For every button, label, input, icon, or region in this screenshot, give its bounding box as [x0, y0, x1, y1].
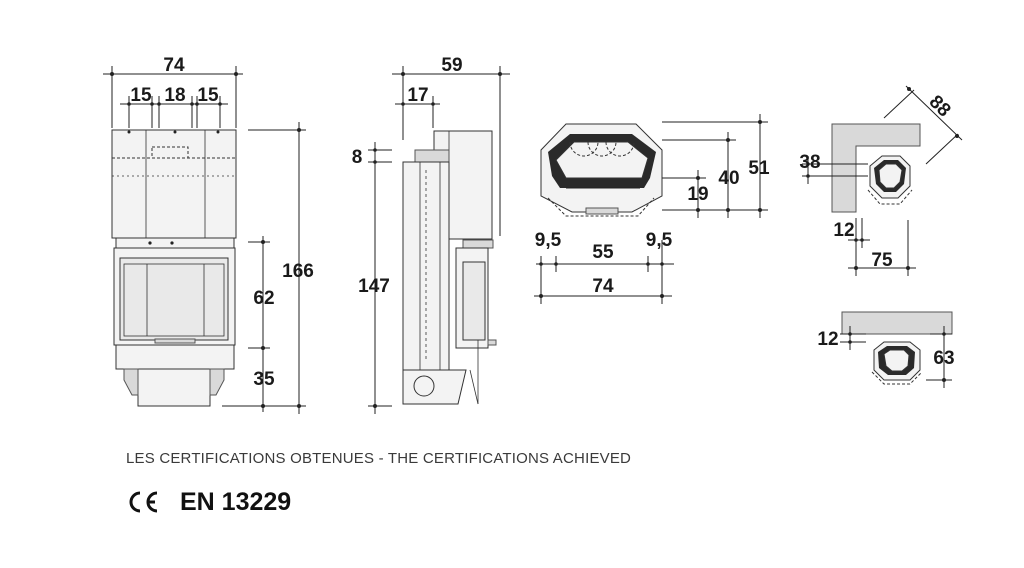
front-width-right: 15: [197, 85, 219, 106]
corner-view: 88 38 12 75: [799, 85, 963, 276]
wall-offset: 12: [817, 329, 838, 350]
top-view: 51 40 19 9,5 55 9,5 74: [534, 114, 770, 304]
corner-width: 75: [871, 250, 893, 271]
side-height-body: 147: [358, 276, 390, 297]
side-depth-total: 59: [441, 55, 462, 76]
front-width-mid: 18: [164, 85, 185, 106]
ce-mark-icon: [129, 491, 158, 513]
front-view: 74 15 18 15 166 62 35: [103, 55, 314, 414]
front-height-door: 62: [253, 288, 274, 309]
side-top-offset: 8: [352, 147, 363, 168]
certification-row: EN 13229: [126, 485, 291, 519]
top-width-total: 74: [592, 276, 614, 297]
side-view: 59 17 8 147: [352, 55, 510, 414]
top-height-outer: 51: [748, 158, 770, 179]
top-width-inner: 55: [592, 242, 614, 263]
top-side-left: 9,5: [535, 230, 562, 251]
top-side-right: 9,5: [646, 230, 673, 251]
standard-label: EN 13229: [180, 487, 292, 516]
corner-offset: 12: [833, 220, 854, 241]
front-height-base: 35: [253, 369, 275, 390]
top-height-inner: 40: [718, 168, 739, 189]
front-width-total: 74: [163, 55, 185, 76]
front-height-total: 166: [282, 261, 314, 282]
top-height-front: 19: [687, 184, 708, 205]
corner-wall-depth: 38: [799, 152, 820, 173]
wall-depth: 63: [933, 348, 954, 369]
wall-view: 12 63: [817, 311, 955, 388]
corner-diagonal: 88: [925, 91, 955, 121]
side-depth-offset: 17: [407, 85, 428, 106]
front-width-left: 15: [130, 85, 152, 106]
ce-mark-logo: [126, 490, 160, 514]
certification-caption: LES CERTIFICATIONS OBTENUES - THE CERTIF…: [126, 450, 632, 467]
